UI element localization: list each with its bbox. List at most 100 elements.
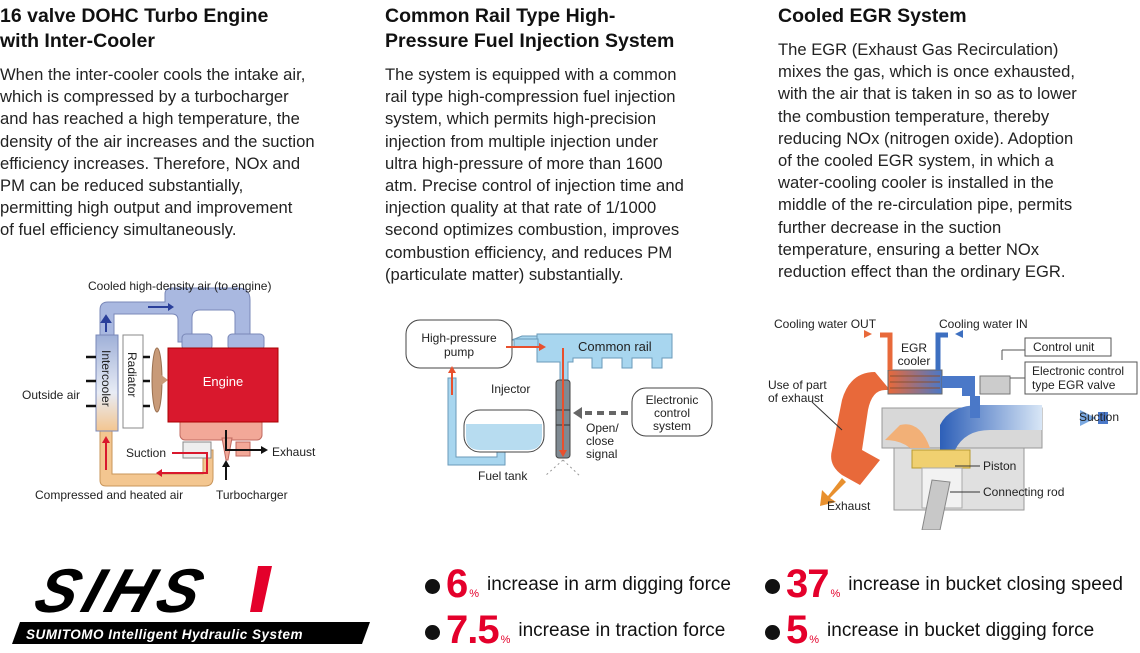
logo-tagline: SUMITOMO Intelligent Hydraulic System — [26, 627, 303, 642]
body-line: rail type high-compression fuel injectio… — [385, 87, 676, 107]
water-out-label: Cooling water OUT — [774, 317, 877, 331]
body-line: combustion efficiency, and reduces PM — [385, 242, 673, 262]
body-line: system, which permits high-precision — [385, 109, 657, 129]
bullet-icon — [425, 625, 440, 640]
body-line: The EGR (Exhaust Gas Recirculation) — [778, 40, 1059, 59]
suction-label: Suction — [1079, 410, 1119, 424]
stat-text: increase in bucket digging force — [827, 620, 1095, 641]
body-line: the combustion temperature, thereby — [778, 106, 1050, 126]
outside-air-label: Outside air — [22, 388, 80, 402]
compressed-air-label: Compressed and heated air — [35, 488, 183, 502]
body-line: permitting high output and improvement — [0, 198, 293, 218]
body-line: middle of the re-circulation pipe, permi… — [778, 195, 1073, 215]
body-line: further decrease in the suction — [778, 217, 1002, 237]
stat-value: 37 — [786, 562, 829, 606]
title-line: 16 valve DOHC Turbo Engine — [0, 5, 269, 27]
body-line: The system is equipped with a common — [385, 65, 677, 84]
ecs-label: system — [653, 419, 691, 433]
body-line: mixes the gas, which is once exhausted, — [778, 62, 1076, 82]
section-cooled-egr: Cooled EGR System The EGR (Exhaust Gas R… — [778, 4, 1138, 283]
body-line: with the air that is taken in so as to l… — [778, 84, 1077, 104]
turbo-engine-diagram: Intercooler Radiator Engine Cooled high-… — [0, 270, 340, 510]
body-line: atm. Precise control of injection time a… — [385, 176, 684, 196]
title-line: Common Rail Type High- — [385, 5, 616, 27]
title-line: Pressure Fuel Injection System — [385, 30, 675, 52]
body-line: which is compressed by a turbocharger — [0, 87, 289, 107]
stat-unit: % — [809, 634, 820, 646]
stat-item: 7.5 % increase in traction force — [425, 608, 725, 652]
cooled-air-label: Cooled high-density air (to engine) — [88, 279, 271, 293]
common-rail-diagram: High-pressure pump Common rail Electroni… — [380, 300, 730, 500]
body-line: (particulate matter) substantially. — [385, 264, 624, 284]
control-unit-label: Control unit — [1033, 340, 1095, 354]
body-line: of fuel efficiency simultaneously. — [0, 220, 237, 240]
exhaust-label: Exhaust — [827, 499, 871, 513]
section-body: The EGR (Exhaust Gas Recirculation) mixe… — [778, 39, 1138, 283]
body-line: water-cooling cooler is installed in the — [778, 173, 1054, 193]
stat-text: increase in arm digging force — [487, 574, 731, 595]
title-line: Cooled EGR System — [778, 5, 967, 27]
section-common-rail: Common Rail Type High- Pressure Fuel Inje… — [385, 4, 745, 286]
body-line: density of the air increases and the suc… — [0, 131, 315, 151]
title-line: with Inter-Cooler — [0, 30, 155, 52]
signal-label: signal — [586, 447, 617, 461]
section-title: Cooled EGR System — [778, 4, 1138, 29]
egr-cooler-label: EGR — [901, 341, 927, 355]
intercooler — [95, 334, 119, 432]
section-body: When the inter-cooler cools the intake a… — [0, 64, 370, 242]
fuel-tank-label: Fuel tank — [478, 469, 528, 483]
ecs-label: Electronic — [646, 393, 699, 407]
connecting-rod-label: Connecting rod — [983, 485, 1064, 499]
pump-label: pump — [444, 345, 474, 359]
sihs-logo: SIHS SUMITOMO Intelligent Hydraulic Syst… — [0, 560, 400, 653]
turbocharger-label: Turbocharger — [216, 488, 288, 502]
stat-value: 6 — [446, 562, 468, 606]
exhaust-label: Exhaust — [272, 445, 316, 459]
stat-unit: % — [500, 634, 511, 646]
injector-label: Injector — [491, 382, 530, 396]
engine-block — [167, 347, 279, 423]
piston-label: Piston — [983, 459, 1016, 473]
section-title: Common Rail Type High- Pressure Fuel Inje… — [385, 4, 745, 54]
section-turbo-engine: 16 valve DOHC Turbo Engine with Inter-Coo… — [0, 4, 370, 242]
body-line: temperature, ensuring a better NOx — [778, 239, 1040, 259]
body-line: injection quality at that rate of 1/1000 — [385, 198, 657, 218]
logo-accent — [250, 566, 272, 612]
bullet-icon — [765, 625, 780, 640]
body-line: second optimizes combustion, improves — [385, 220, 680, 240]
body-line: reducing NOx (nitrogen oxide). Adoption — [778, 128, 1074, 148]
stat-item: 6 % increase in arm digging force — [425, 562, 731, 606]
egr-cooler-label: cooler — [898, 354, 931, 368]
signal-label: Open/ — [586, 421, 619, 435]
engine-label: Engine — [203, 374, 243, 389]
logo-wordmark: SIHS — [27, 560, 218, 626]
radiator-label: Radiator — [125, 352, 139, 397]
cooled-egr-diagram: Cooling water OUT Cooling water IN EGR c… — [750, 300, 1140, 530]
body-line: efficiency increases. Therefore, NOx and — [0, 153, 301, 173]
stat-unit: % — [830, 588, 841, 600]
body-line: PM can be reduced substantially, — [0, 176, 244, 196]
stat-value: 7.5 — [446, 608, 500, 652]
body-line: When the inter-cooler cools the intake a… — [0, 65, 306, 84]
pump-label: High-pressure — [421, 331, 497, 345]
body-line: injection from multiple injection under — [385, 131, 659, 151]
ecs-box — [631, 387, 713, 437]
suction-label: Suction — [126, 446, 166, 460]
stat-item: 37 % increase in bucket closing speed — [765, 562, 1123, 606]
intercooler-label: Intercooler — [99, 350, 113, 407]
section-body: The system is equipped with a common rai… — [385, 64, 745, 286]
egr-valve-label: type EGR valve — [1032, 378, 1116, 392]
stat-value: 5 — [786, 608, 808, 652]
body-line: reduction effect than the ordinary EGR. — [778, 262, 1066, 282]
common-rail-label: Common rail — [578, 339, 652, 354]
stat-text: increase in bucket closing speed — [848, 574, 1123, 595]
stat-unit: % — [469, 588, 480, 600]
body-line: ultra high-pressure of more than 1600 — [385, 153, 663, 173]
use-exhaust-label: Use of part — [768, 378, 827, 392]
ecs-label: control — [654, 406, 690, 420]
piston — [911, 449, 971, 469]
pump-box — [405, 319, 513, 369]
body-line: of the cooled EGR system, in which a — [778, 151, 1054, 171]
egr-valve-label: Electronic control — [1032, 364, 1124, 378]
use-exhaust-label: of exhaust — [768, 391, 824, 405]
